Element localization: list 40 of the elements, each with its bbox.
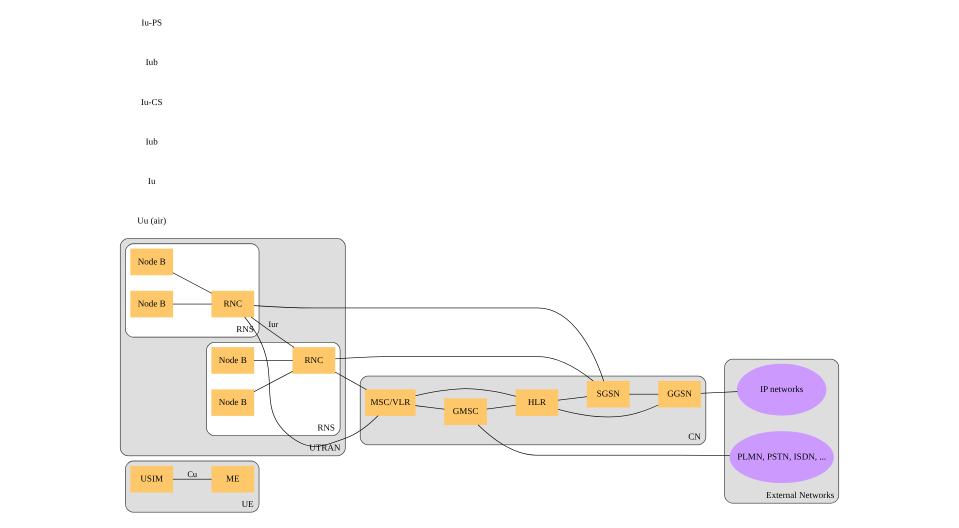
node-ellipse: PLMN, PSTN, ISDN, ... <box>730 430 834 483</box>
connector <box>415 388 516 396</box>
node-box: SGSN <box>586 380 630 407</box>
node-box: HLR <box>516 388 558 416</box>
connector <box>558 404 659 417</box>
node-box: MSC/VLR <box>365 388 416 416</box>
node-box: Node B <box>211 388 254 416</box>
node-box: Node B <box>130 290 174 317</box>
edge-label: Cu <box>187 468 198 478</box>
node-ellipse: IP networks <box>736 363 826 416</box>
label: Iu <box>148 175 156 186</box>
connector <box>700 390 738 394</box>
connector <box>334 356 594 381</box>
connector <box>254 304 604 381</box>
edge-label: Iur <box>268 318 278 329</box>
node-box: GMSC <box>444 398 487 424</box>
label: Uu (air) <box>137 214 166 225</box>
connector <box>558 396 588 400</box>
connector <box>486 404 516 409</box>
connector <box>629 393 659 394</box>
node-box: USIM <box>130 465 174 492</box>
node-box: GGSN <box>658 380 701 407</box>
label: Iu-CS <box>140 96 163 106</box>
label: Iub <box>146 136 158 146</box>
label: Iub <box>146 56 158 67</box>
connector <box>254 370 294 392</box>
node-box: Node B <box>211 346 254 374</box>
connector <box>244 316 378 446</box>
label: Iu-PS <box>141 17 162 28</box>
connector <box>415 404 445 410</box>
connector <box>334 371 367 390</box>
node-box: RNC <box>292 346 336 374</box>
connector <box>250 316 294 348</box>
node-box: Node B <box>130 248 174 275</box>
node-box: ME <box>211 465 254 492</box>
connector <box>478 424 730 456</box>
connector <box>172 303 212 304</box>
connector <box>172 478 212 479</box>
connector <box>172 272 212 294</box>
node-box: RNC <box>211 290 254 317</box>
